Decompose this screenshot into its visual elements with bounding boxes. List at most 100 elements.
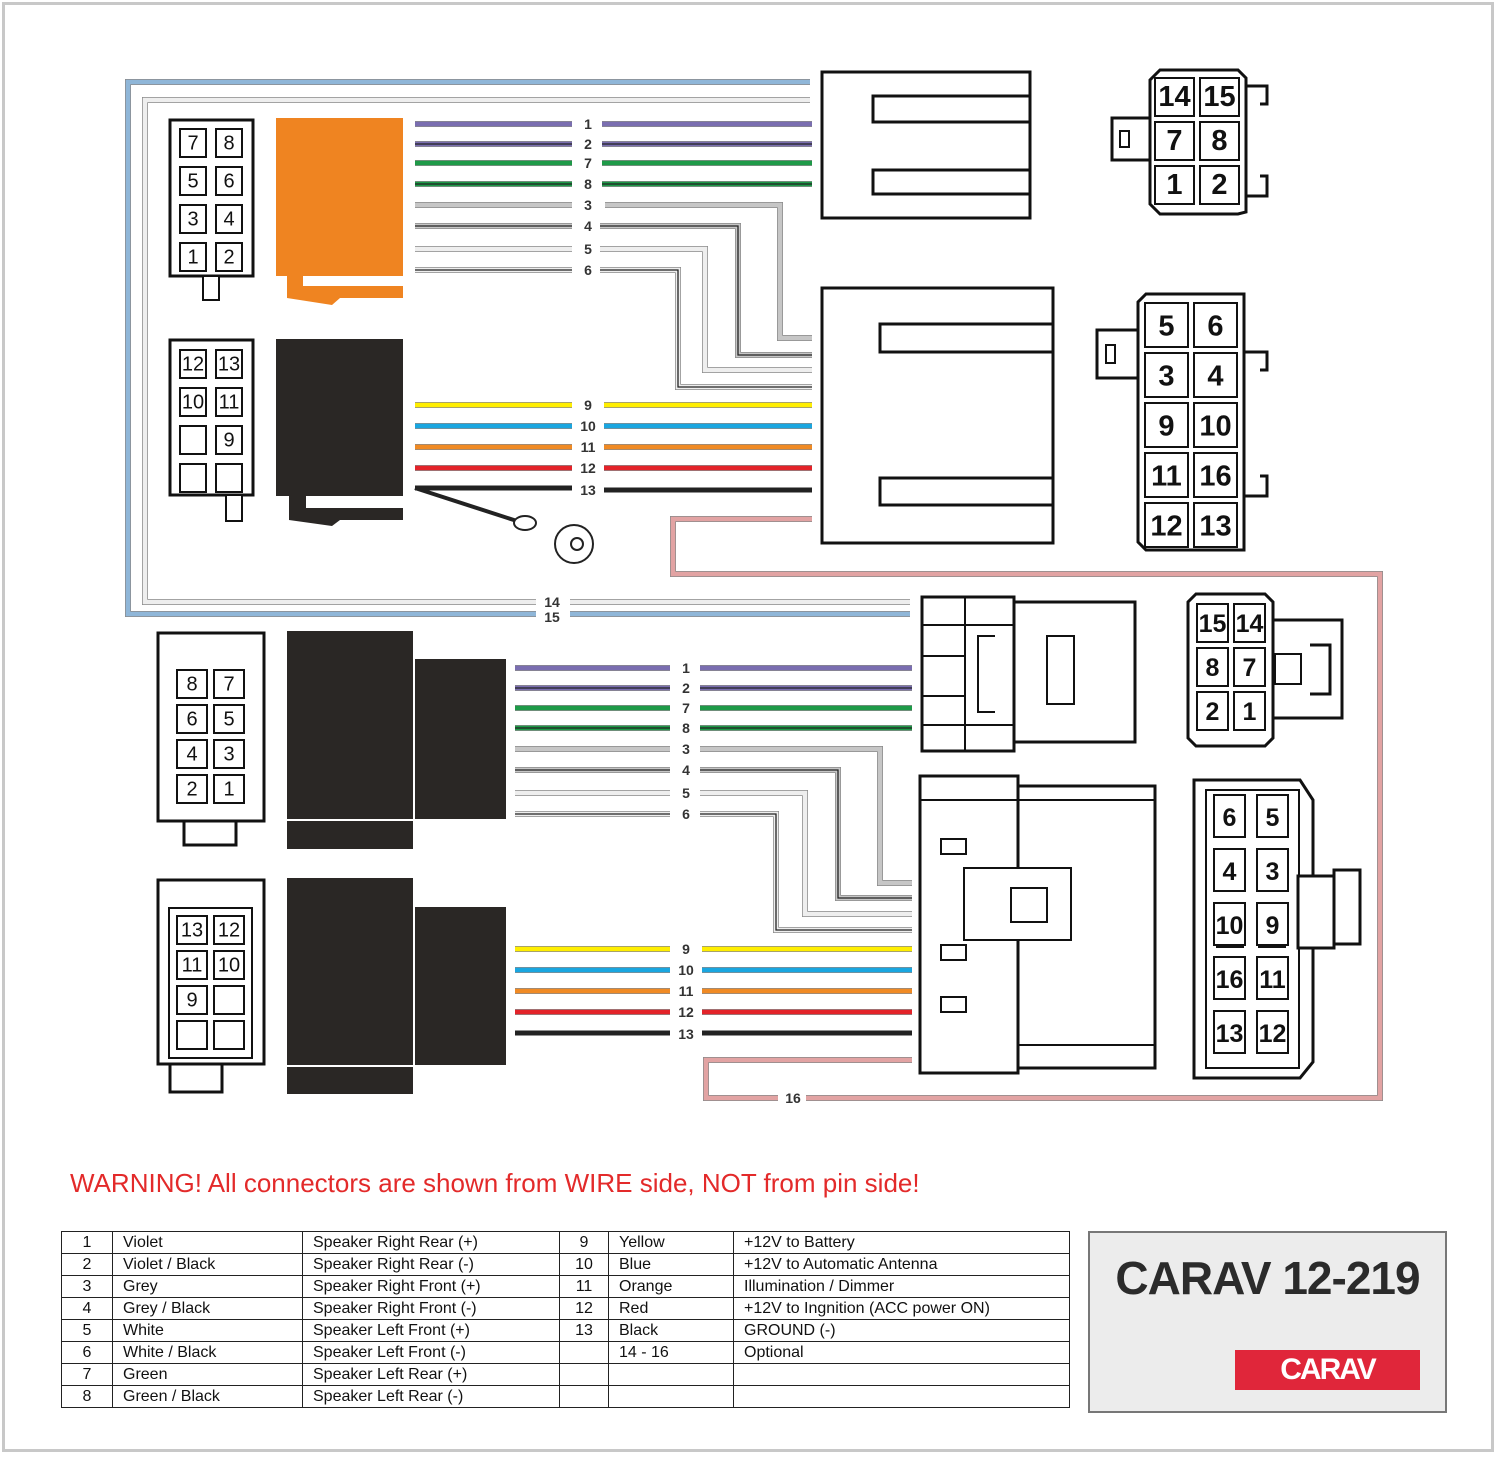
legend-wire-function: Speaker Right Rear (-): [302, 1253, 560, 1276]
iso-speaker-bottom-pin-cell: [176, 704, 208, 734]
radio-bottom-large-pin-cell: [1213, 1010, 1246, 1054]
legend-wire-function: Speaker Left Rear (+): [302, 1363, 560, 1386]
iso-power-top-pin-cell: [215, 349, 243, 379]
radio-bottom-large-pin-label: 9: [1266, 912, 1280, 940]
wire-label-13: 13: [678, 1026, 694, 1042]
iso-speaker-top-pin-label: 5: [187, 171, 198, 193]
model-number: CARAV 12-219: [1115, 1252, 1420, 1304]
radio-bottom-small-tab-inner: [1274, 653, 1302, 685]
legend-wire-color: Grey / Black: [112, 1297, 303, 1320]
iso-power-bottom-pin-label: 10: [218, 955, 240, 977]
radio-bottom-large-pin-label: 5: [1266, 804, 1280, 832]
iso-speaker-bottom-pin-cell: [213, 704, 245, 734]
radio-top-large-pin-label: 10: [1199, 411, 1231, 443]
radio-top-large-pin-cell: [1193, 352, 1238, 398]
radio-bottom-large-pin-cell: [1256, 902, 1289, 946]
wire-3-bottom: [700, 746, 912, 886]
radio-top-small-pin-label: 15: [1203, 81, 1235, 113]
wire-16: [670, 516, 1383, 1101]
radio-top-large-pin-label: 13: [1199, 511, 1231, 543]
radio-bottom-large-pin-label: 11: [1259, 966, 1286, 994]
iso-speaker-top-pin-cell: [215, 128, 243, 158]
legend-pin-number: 13: [559, 1319, 609, 1342]
legend-pin-number: 4: [61, 1297, 113, 1320]
radio-bottom-a-slot: [922, 655, 966, 697]
iso-speaker-top-pin-label: 1: [187, 247, 198, 269]
radio-top-large-pin-label: 12: [1150, 511, 1182, 543]
radio-bottom-b-latch-window: [1010, 887, 1048, 923]
legend-wire-color: White / Black: [112, 1341, 303, 1364]
wire-label-11: 11: [581, 439, 596, 455]
iso-speaker-bottom-pin-label: 5: [223, 709, 234, 731]
wire-label-16: 16: [785, 1090, 801, 1106]
ground-crimp: [513, 515, 537, 531]
legend-wire-color: [608, 1363, 734, 1386]
radio-top-large-tab-hole: [1105, 344, 1116, 364]
iso-power-top-pin-cell: [215, 387, 243, 417]
radio-top-b-slot: [878, 476, 1053, 507]
wire-label-4: 4: [682, 762, 690, 778]
radio-bottom-a-window: [1046, 635, 1075, 705]
radio-bottom-small-pin-cell: [1233, 691, 1266, 731]
ground-lead: [414, 486, 521, 524]
iso-speaker-top-pin-label: 6: [223, 171, 234, 193]
radio-bottom-small-pin-cell: [1196, 647, 1229, 687]
iso-power-bottom-pin-label: 11: [182, 955, 203, 977]
wire-label-2: 2: [584, 136, 592, 152]
radio-bottom-large-pin-label: 13: [1216, 1020, 1244, 1048]
iso-speaker-top-pin-label: 3: [187, 209, 198, 231]
radio-top-a-slot: [871, 94, 1030, 124]
iso-power-bottom-pin-cell: [213, 915, 245, 945]
iso-power-top-pin-cell: [179, 387, 207, 417]
radio-top-small-tab: [1110, 116, 1152, 162]
legend-wire-function: Speaker Right Rear (+): [302, 1231, 560, 1254]
legend-wire-function: +12V to Automatic Antenna: [733, 1253, 1070, 1276]
iso-speaker-top-plug: [276, 118, 403, 276]
radio-top-large-pin-cell: [1144, 302, 1189, 348]
legend-pin-number: 10: [559, 1253, 609, 1276]
iso-speaker-bottom-pin-cell: [176, 774, 208, 804]
iso-power-top-pin-label: 9: [223, 430, 234, 452]
iso-speaker-bottom-pin-label: 7: [223, 674, 234, 696]
radio-top-connector-a: [820, 70, 1032, 220]
radio-bottom-small-pin-cell: [1196, 603, 1229, 643]
wire-label-12: 12: [678, 1004, 694, 1020]
radio-bottom-large-pin-cell: [1256, 794, 1289, 838]
iso-speaker-top-plug-latch: [287, 276, 403, 305]
wire-6-bottom-stripe: [700, 813, 912, 931]
radio-bottom-large-pin-label: 16: [1216, 966, 1244, 994]
iso-speaker-top-pin-label: 8: [223, 133, 234, 155]
iso-speaker-top-pin-cell: [179, 204, 207, 234]
legend-pin-number: 5: [61, 1319, 113, 1342]
radio-bottom-small-pin-cell: [1233, 647, 1266, 687]
iso-speaker-bottom-pin-cell: [213, 669, 245, 699]
radio-bottom-a-bracket: [977, 635, 995, 713]
legend-wire-color: Violet / Black: [112, 1253, 303, 1276]
brand-box: CARAV 12-219 CARAV: [1088, 1231, 1447, 1413]
radio-bottom-large-pin-cell: [1213, 956, 1246, 1000]
radio-top-large-pin-cell: [1193, 452, 1238, 498]
radio-bottom-b-hole: [940, 996, 967, 1013]
radio-bottom-large-tab-end: [1332, 868, 1362, 946]
iso-speaker-bottom-pin-cell: [176, 669, 208, 699]
iso-power-top-pin-cell: [215, 463, 243, 493]
radio-top-a-slot: [871, 168, 1030, 196]
radio-top-connector-b: [820, 286, 1055, 545]
iso-power-top-plug-latch: [289, 496, 403, 526]
legend-wire-color: Blue: [608, 1253, 734, 1276]
legend-pin-number: 6: [61, 1341, 113, 1364]
iso-speaker-bottom-pin-label: 6: [186, 709, 197, 731]
wire-5-bottom: [700, 790, 912, 917]
wire-16-left-outline: [703, 1057, 912, 1101]
iso-power-bottom-pin-cell: [213, 950, 245, 980]
radio-top-large-pin-cell: [1144, 402, 1189, 448]
iso-speaker-bottom-pin-cell: [176, 739, 208, 769]
radio-top-small-pin-cell: [1154, 165, 1195, 205]
radio-bottom-large-tab: [1296, 874, 1336, 950]
wire-16-left: [703, 1057, 912, 1101]
radio-top-small-clip: [1246, 174, 1269, 198]
